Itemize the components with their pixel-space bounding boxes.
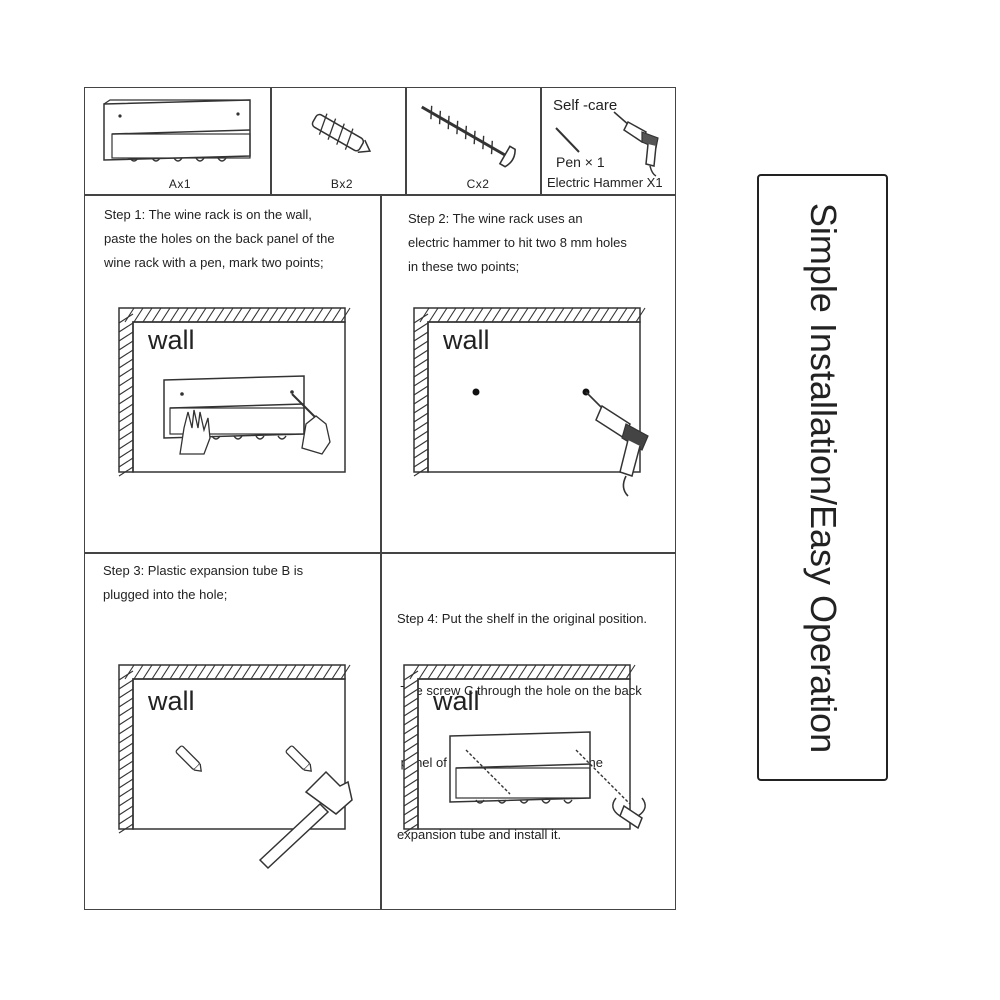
wall-label-3: wall — [148, 686, 195, 716]
step-4-line-4: expansion tube and install it. — [397, 827, 562, 842]
side-title-box: Simple Installation/Easy Operation — [757, 174, 888, 781]
step-1-line-1: Step 1: The wine rack is on the wall, — [104, 207, 312, 222]
part-c-label: Cx2 — [466, 177, 490, 191]
wall-label-2: wall — [443, 325, 490, 355]
step-4-shelf-screw-icon — [449, 731, 646, 830]
step-3-line-2: plugged into the hole; — [103, 587, 228, 602]
step-1-line-3: wine rack with a pen, mark two points; — [104, 255, 324, 270]
part-b-label: Bx2 — [330, 177, 354, 191]
wall-label-1: wall — [148, 325, 195, 355]
expansion-tube-icon — [311, 113, 372, 153]
shelf-part-icon — [103, 99, 251, 162]
side-title: Simple Installation/Easy Operation — [802, 202, 844, 753]
step-2-line-2: electric hammer to hit two 8 mm holes — [408, 235, 627, 250]
step-2-line-1: Step 2: The wine rack uses an — [408, 211, 583, 226]
step-2-text: Step 2: The wine rack uses an electric h… — [408, 207, 627, 279]
wall-illustration-1 — [118, 307, 351, 477]
right-hand-pen-icon — [291, 393, 331, 455]
pen-label: Pen × 1 — [556, 154, 605, 170]
electric-hammer-icon — [613, 111, 659, 177]
wall-label-4: wall — [433, 686, 480, 716]
divider-step-col — [380, 194, 382, 910]
step-3-hammer-icon — [175, 745, 353, 870]
divider-part-3 — [540, 87, 542, 194]
screw-icon — [421, 105, 516, 168]
step-1-line-2: paste the holes on the back panel of the — [104, 231, 335, 246]
wall-illustration-3 — [118, 664, 351, 834]
step-3-text: Step 3: Plastic expansion tube B is plug… — [103, 559, 303, 607]
step-2-drill-icon — [472, 388, 649, 497]
pen-icon — [555, 127, 580, 153]
part-a-label: Ax1 — [168, 177, 192, 191]
step-1-text: Step 1: The wine rack is on the wall, pa… — [104, 203, 335, 275]
left-hand-icon — [179, 409, 211, 455]
divider-part-1 — [270, 87, 272, 194]
step-3-line-1: Step 3: Plastic expansion tube B is — [103, 563, 304, 578]
wall-illustration-4 — [403, 664, 636, 834]
wall-illustration-2 — [413, 307, 646, 477]
self-care-label: Self -care — [553, 97, 618, 114]
mark-point-1 — [472, 388, 480, 396]
divider-part-2 — [405, 87, 407, 194]
step-1-shelf-icon — [163, 375, 331, 455]
step-2-line-3: in these two points; — [408, 259, 520, 274]
step-4-line-1: Step 4: Put the shelf in the original po… — [397, 611, 648, 626]
screwdriver-icon — [612, 797, 646, 830]
hammer-label: Electric Hammer X1 — [547, 175, 663, 190]
